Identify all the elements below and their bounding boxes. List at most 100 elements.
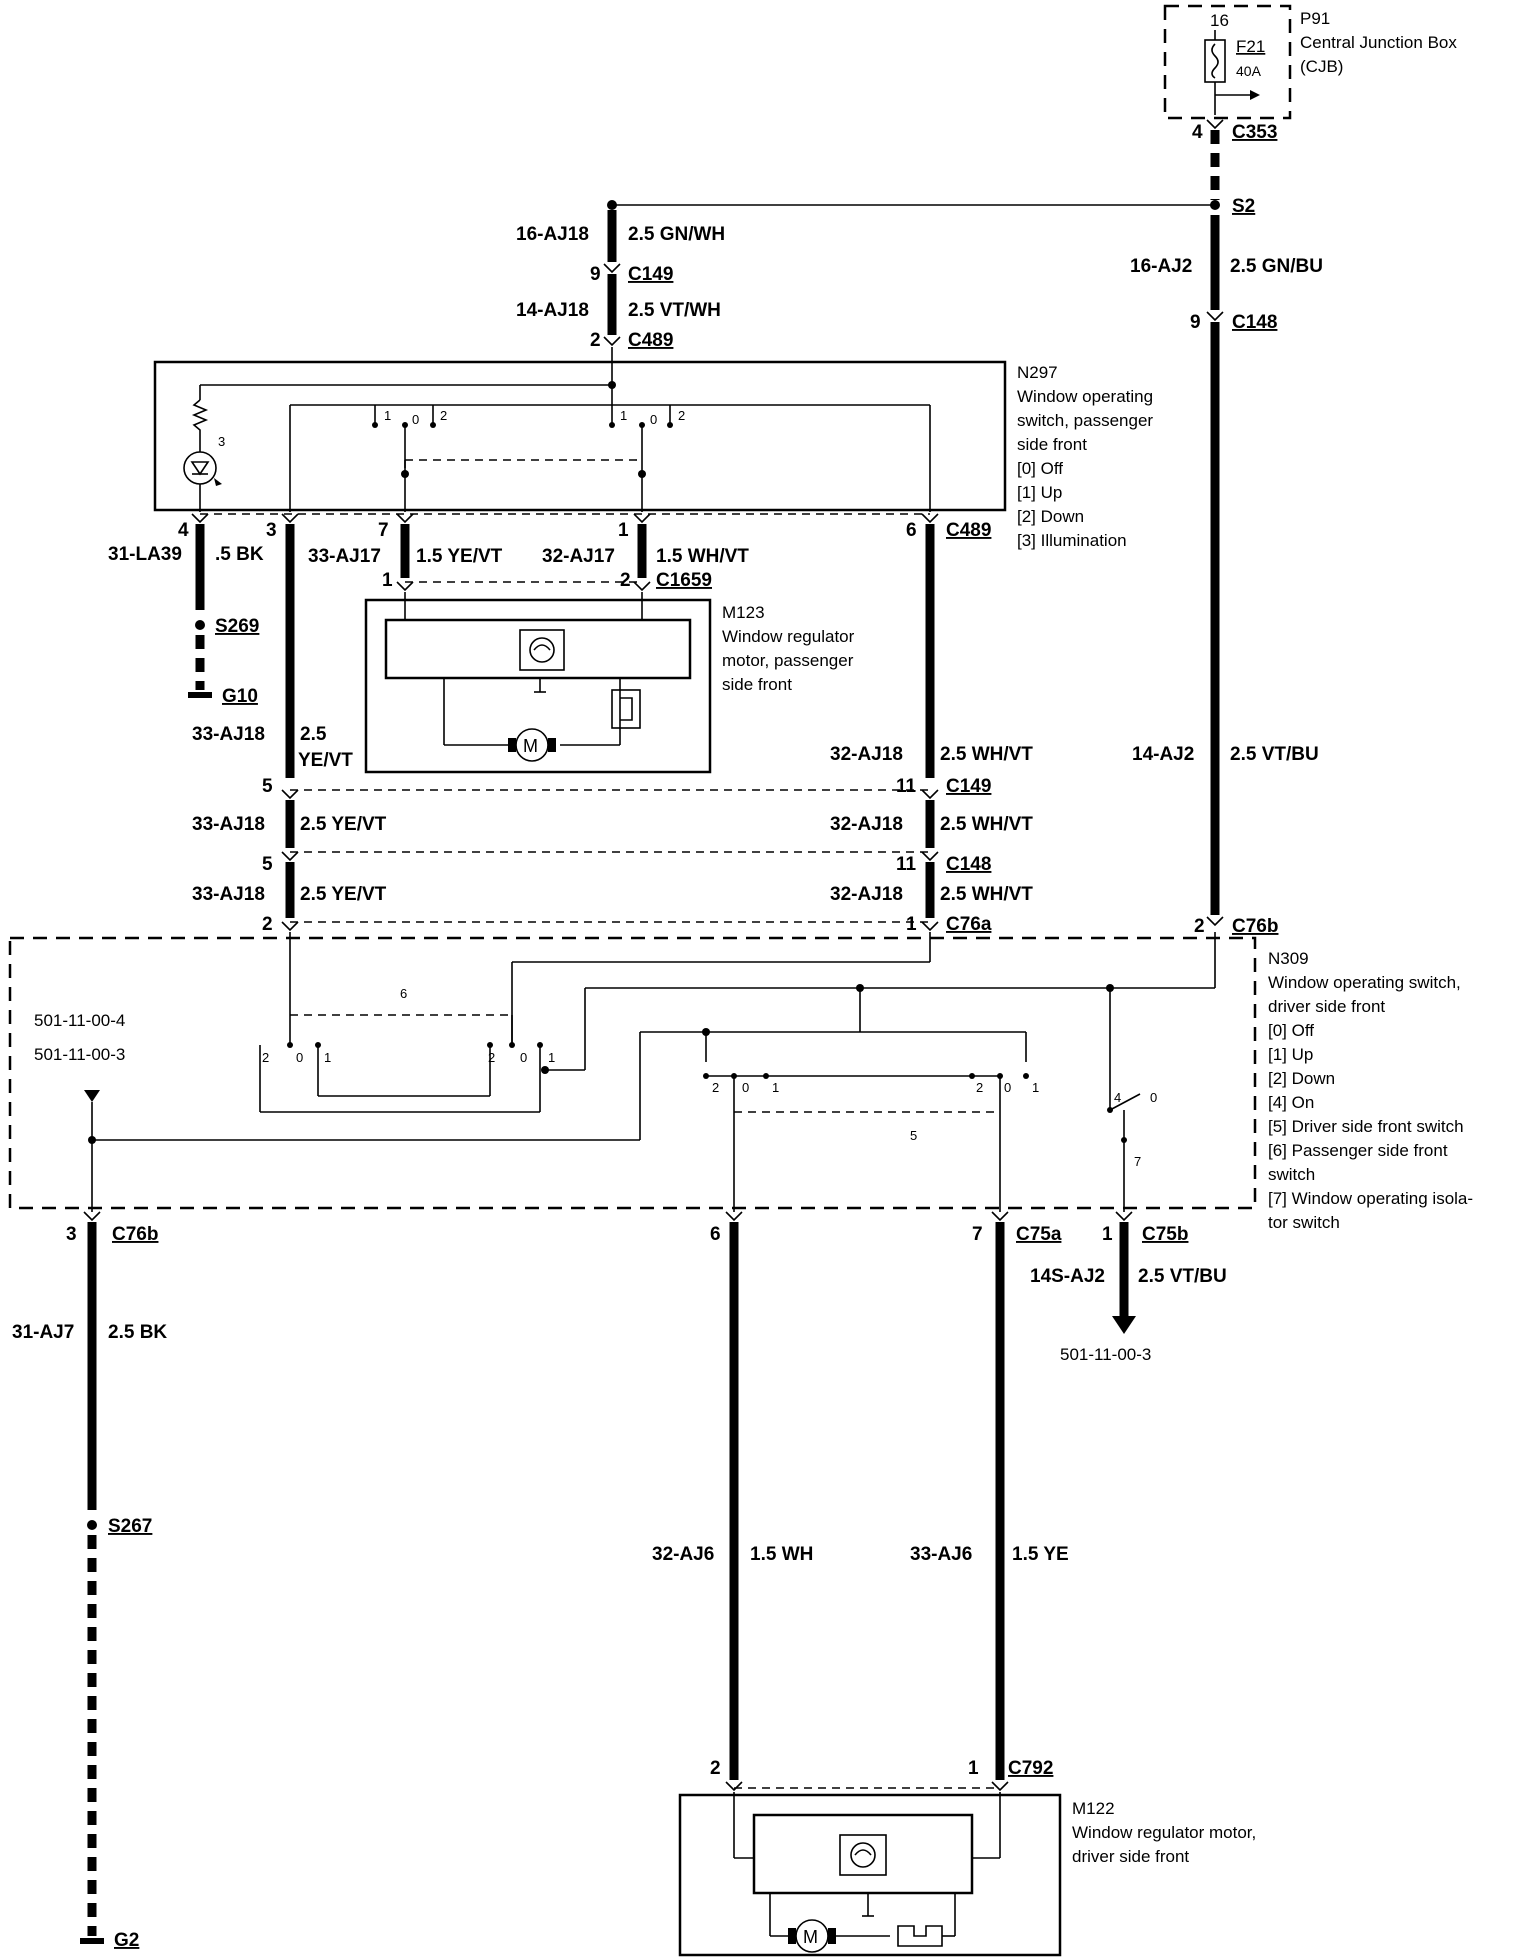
wire-16aj2-spec: 2.5 GN/BU	[1230, 256, 1323, 277]
p91-fuse-rating: 40A	[1236, 63, 1262, 79]
lamp-icon	[183, 451, 222, 486]
n309-line6: [4] On	[1268, 1093, 1314, 1112]
n297-sw-a0: 0	[412, 412, 419, 427]
n297-line5: [1] Up	[1017, 483, 1062, 502]
c149-top-label: C149	[628, 264, 673, 285]
wire-33aj17-code: 33-AJ17	[308, 546, 381, 567]
g2-label: G2	[114, 1930, 139, 1951]
n297-passenger-window-switch: 3 1 0 2 1 0 2 N297 Window operating swi	[153, 347, 1153, 550]
c76a-pin-1: 1	[906, 914, 917, 935]
n309-sw-a2: 2	[262, 1050, 269, 1065]
n297-line2: switch, passenger	[1017, 411, 1153, 430]
n297-sw-a2: 2	[440, 408, 447, 423]
n309-sw-b2: 2	[488, 1050, 495, 1065]
n297-pin-7: 7	[378, 520, 389, 541]
c1659-pin-2: 2	[620, 570, 631, 591]
n309-sw-a0: 0	[296, 1050, 303, 1065]
n309-bottom-pins: 3 C76b 6 7 C75a 1 C75b	[66, 1211, 1188, 1245]
c148-lower-pin-11: 11	[896, 854, 917, 875]
m122-line1: Window regulator motor,	[1072, 1823, 1256, 1842]
n309-iso-4: 4	[1114, 1090, 1121, 1105]
n309-sw-a1: 1	[324, 1050, 331, 1065]
n309-line4: [1] Up	[1268, 1045, 1313, 1064]
c489-bottom-label: C489	[946, 520, 991, 541]
wire-32aj18-code-a: 32-AJ18	[830, 744, 903, 765]
c148-lower-pin-5: 5	[262, 854, 273, 875]
n309-line2: driver side front	[1268, 997, 1385, 1016]
connector-c792: 2 1 C792	[710, 1758, 1053, 1792]
n309-driver-window-switch: 501-11-00-4 501-11-00-3	[8, 932, 1473, 1232]
c76b-top-pin: 2	[1194, 916, 1205, 937]
n309-iso-7: 7	[1134, 1154, 1141, 1169]
n297-pin-3: 3	[266, 520, 277, 541]
c792-pin-1: 1	[968, 1758, 979, 1779]
n309-link5: 5	[910, 1128, 917, 1143]
wire-32aj18-spec-a: 2.5 WH/VT	[940, 744, 1033, 765]
m122-line2: driver side front	[1072, 1847, 1189, 1866]
n309-sw-b1: 1	[548, 1050, 555, 1065]
n309-line3: [0] Off	[1268, 1021, 1314, 1040]
bottom-pin-1: 1	[1102, 1224, 1113, 1245]
wire-32aj17-code: 32-AJ17	[542, 546, 615, 567]
ground-icon	[80, 1938, 104, 1944]
n309-sw-b0: 0	[520, 1050, 527, 1065]
n297-line1: Window operating	[1017, 387, 1153, 406]
c75b-bottom-label: C75b	[1142, 1224, 1188, 1245]
p91-central-junction-box: 16 F21 40A P91 Central Junction Box (CJB…	[1163, 4, 1457, 120]
bottom-pin-3: 3	[66, 1224, 77, 1245]
n297-pin-4: 4	[178, 520, 189, 541]
wire-33aj18-code-b: 33-AJ18	[192, 814, 265, 835]
motor-icon: M	[508, 728, 556, 762]
wire-32aj18-code-c: 32-AJ18	[830, 884, 903, 905]
wire-33aj18-spec-a2: YE/VT	[298, 750, 353, 771]
n297-id: N297	[1017, 363, 1058, 382]
wire-33aj18-code-a: 33-AJ18	[192, 724, 265, 745]
m123-window-motor-passenger: M M123 Window regulator motor, passenger…	[364, 592, 855, 774]
n297-line3: side front	[1017, 435, 1087, 454]
wire-32aj18-spec-c: 2.5 WH/VT	[940, 884, 1033, 905]
wire-16aj18-code: 16-AJ18	[516, 224, 589, 245]
svg-text:M: M	[523, 736, 538, 756]
p91-fuse-id: F21	[1236, 37, 1265, 56]
n309-sw-c1: 1	[772, 1080, 779, 1095]
fuse-icon	[1204, 30, 1260, 115]
wire-31aj7-code: 31-AJ7	[12, 1322, 74, 1343]
ground-icon	[188, 692, 212, 698]
connector-c76a: 2 1 C76a	[262, 914, 992, 935]
ref-501-11-00-3-a: 501-11-00-3	[34, 1045, 125, 1064]
c149-lower-pin-11: 11	[896, 776, 917, 797]
n309-link6: 6	[400, 986, 407, 1001]
n309-line1: Window operating switch,	[1268, 973, 1461, 992]
c1659-pin-1: 1	[382, 570, 393, 591]
c148-top-pin: 9	[1190, 312, 1201, 333]
wire-14aj18-code: 14-AJ18	[516, 300, 589, 321]
wire-33aj18-spec-c: 2.5 YE/VT	[300, 884, 387, 905]
m123-id: M123	[722, 603, 765, 622]
c75a-bottom-label: C75a	[1016, 1224, 1062, 1245]
n309-id: N309	[1268, 949, 1309, 968]
s2-label: S2	[1232, 196, 1255, 217]
n297-line4: [0] Off	[1017, 459, 1063, 478]
wire-31aj7-spec: 2.5 BK	[108, 1322, 167, 1343]
c489-top-label: C489	[628, 330, 673, 351]
arrow-down-icon	[1112, 1316, 1136, 1334]
p91-id: P91	[1300, 9, 1330, 28]
n309-sw-d2: 2	[976, 1080, 983, 1095]
connector-c149-lower: 5 11 C149	[262, 776, 991, 800]
connector-c148-lower: 5 11 C148	[262, 851, 991, 875]
c489-top-pin: 2	[590, 330, 601, 351]
control-unit-icon	[839, 1834, 887, 1876]
wire-32aj18-spec-b: 2.5 WH/VT	[940, 814, 1033, 835]
n297-sw-a1: 1	[384, 408, 391, 423]
c76a-pin-2: 2	[262, 914, 273, 935]
c353-label: C353	[1232, 122, 1277, 143]
s269-label: S269	[215, 616, 259, 637]
c353-pin: 4	[1192, 122, 1203, 143]
p91-name-line1: Central Junction Box	[1300, 33, 1457, 52]
connector-c149-top: 9 C149	[590, 263, 673, 285]
connector-c1659: 1 2 C1659	[382, 570, 712, 592]
c149-top-pin: 9	[590, 264, 601, 285]
wire-16aj2-code: 16-AJ2	[1130, 256, 1192, 277]
n309-line5: [2] Down	[1268, 1069, 1335, 1088]
